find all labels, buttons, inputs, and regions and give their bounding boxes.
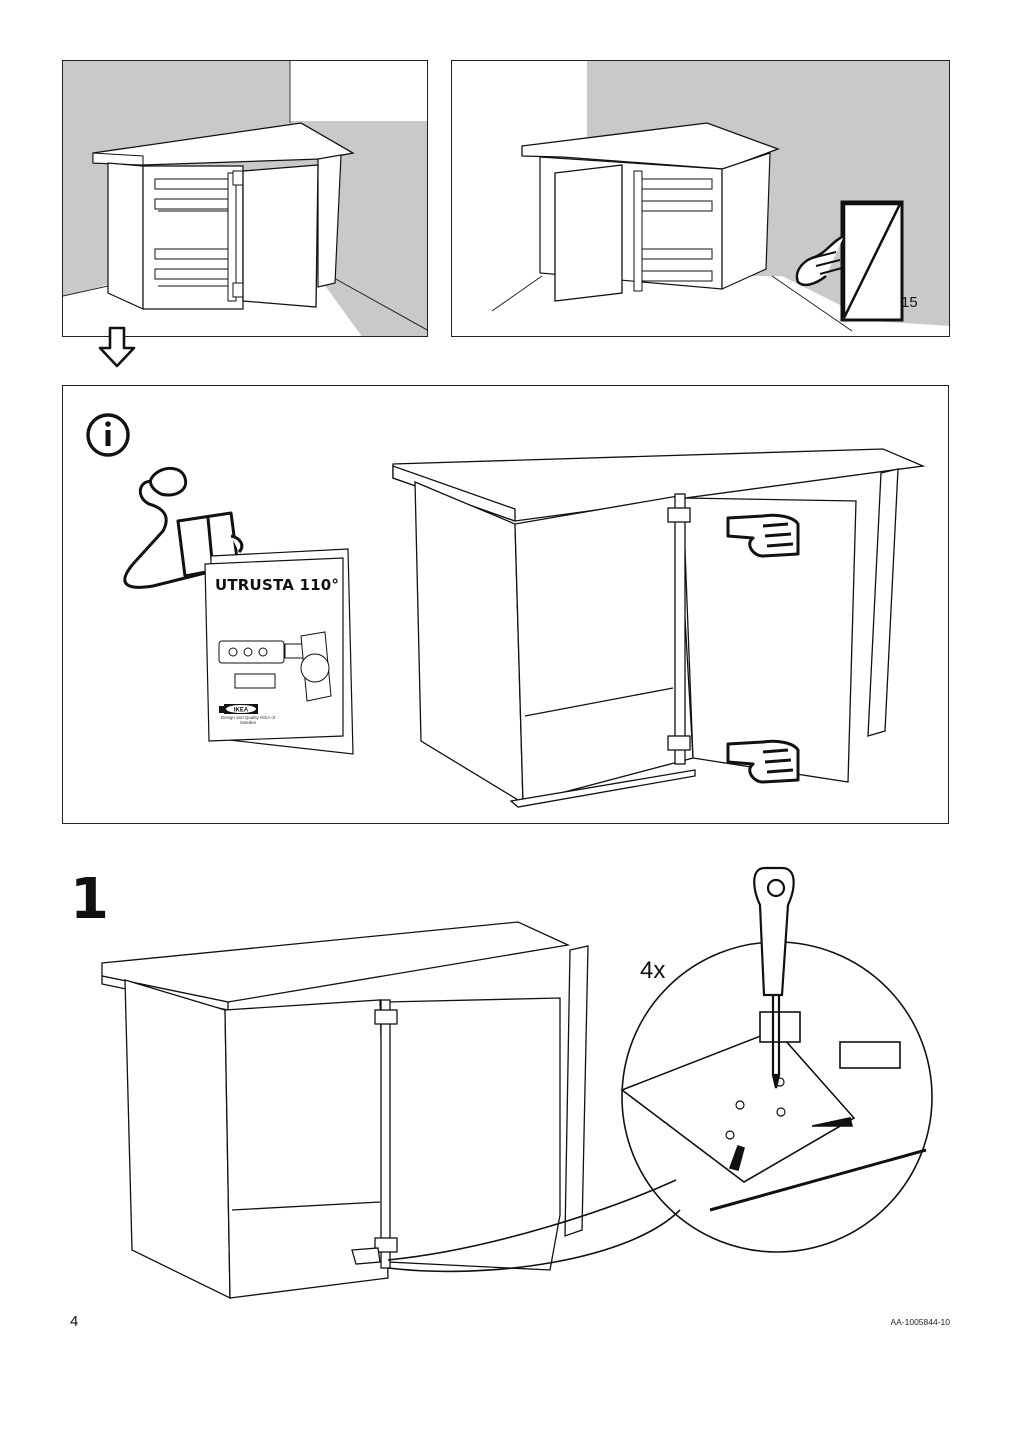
info-icon	[86, 413, 130, 457]
document-code: AA-1005844-10	[890, 1317, 950, 1327]
page-number: 4	[70, 1313, 79, 1330]
booklet-title: UTRUSTA 110°	[215, 576, 340, 594]
step1-cabinet	[101, 921, 589, 1300]
step1-illustration	[101, 866, 933, 1300]
booklet-subtitle: Design and Quality IKEA of Sweden	[220, 715, 276, 725]
pointing-hand-icon	[726, 739, 800, 784]
screwdriver-icon	[753, 866, 795, 1089]
info-illustration	[86, 413, 926, 808]
ikea-logo: IKEA	[224, 704, 258, 714]
reading-person-icon	[123, 466, 244, 589]
svg-text:IKEA: IKEA	[234, 708, 249, 714]
cabinet-detail-illustration	[392, 448, 926, 808]
quantity-label: 4x	[640, 957, 666, 984]
panel-cabinet-door-open	[62, 60, 428, 337]
step-number: 1	[70, 867, 109, 932]
cabinet-open-illustration	[63, 61, 427, 336]
booklet-illustration	[204, 548, 354, 755]
turn-page-icon	[795, 200, 904, 322]
panel-cabinet-door-left: 15	[451, 60, 950, 337]
panel-info	[62, 385, 949, 824]
down-arrow-icon	[98, 326, 136, 368]
pointing-hand-icon	[726, 513, 800, 558]
turn-page-reference: 15	[901, 294, 918, 311]
